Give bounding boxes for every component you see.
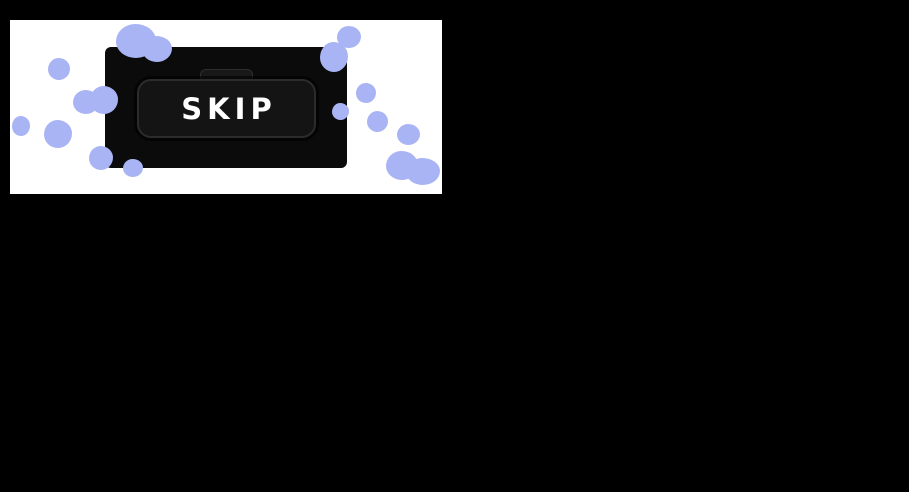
paint-blob: [367, 111, 388, 132]
paint-blob: [386, 151, 418, 180]
paint-blob: [44, 120, 72, 148]
paint-blob: [397, 124, 420, 145]
paint-blob: [406, 158, 440, 185]
paint-blob: [73, 90, 99, 114]
paint-blob: [48, 58, 70, 80]
paint-blob: [12, 116, 30, 136]
skip-button[interactable]: SKIP: [137, 79, 316, 138]
paint-blob: [356, 83, 376, 103]
paint-blob: [337, 26, 361, 48]
drawing-canvas[interactable]: SKIP: [10, 20, 442, 194]
